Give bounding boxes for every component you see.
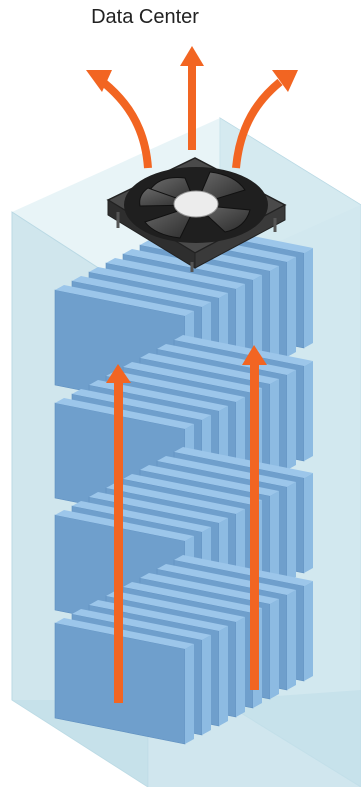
server-blade-side xyxy=(287,590,296,690)
server-blade-side xyxy=(287,257,296,357)
airflow-arrow-left xyxy=(114,380,123,703)
server-blade-side xyxy=(304,248,313,348)
server-blade-side xyxy=(304,361,313,461)
server-blade-side xyxy=(270,599,279,699)
airflow-arrow-right xyxy=(250,362,259,690)
server-blade-side xyxy=(287,370,296,470)
server-blade-side xyxy=(236,617,245,717)
server-blade-side xyxy=(304,473,313,573)
server-blade-side xyxy=(219,626,228,726)
airflow-arrow-icon xyxy=(180,46,204,66)
server-blade-side xyxy=(270,266,279,366)
server-blade-side xyxy=(202,635,211,735)
server-blade-side xyxy=(304,581,313,681)
server-blade-side xyxy=(287,482,296,582)
server-blade-side xyxy=(270,379,279,479)
server-blades xyxy=(55,222,313,744)
server-blade-side xyxy=(185,644,194,744)
